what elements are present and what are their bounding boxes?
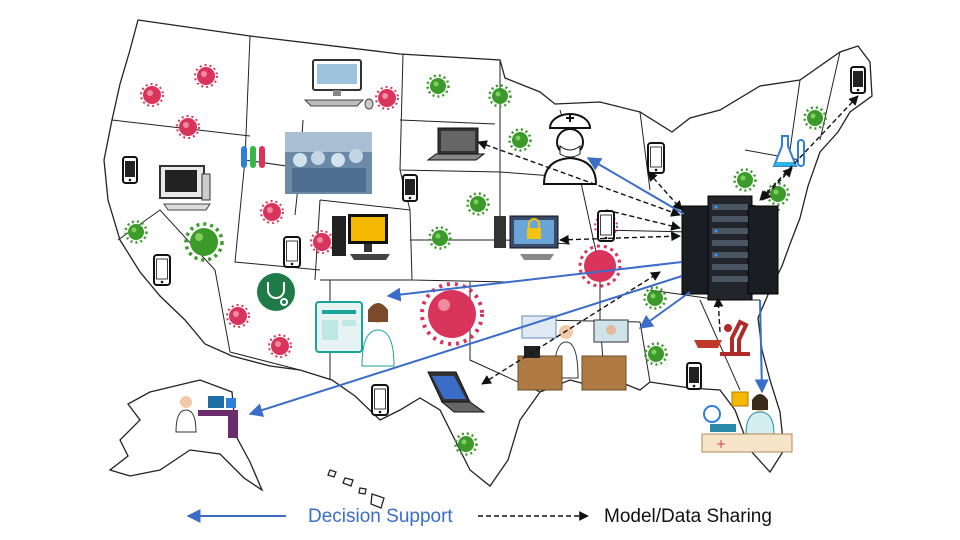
lab-flask-icon: [772, 135, 805, 167]
workstation-icon: [332, 214, 390, 260]
legend-decision-support-label: Decision Support: [308, 506, 453, 527]
nurse-desk-icon: +: [701, 391, 793, 453]
large-green-virus-icon: [184, 222, 224, 262]
nurse-telehealth-icon: [315, 301, 395, 367]
stethoscope-icon: [257, 273, 295, 311]
padlock-computer-icon: [494, 215, 559, 260]
large-red-virus-icon: [420, 244, 622, 346]
server-rack-icon: [681, 195, 779, 301]
legend-model-data-sharing-label: Model/Data Sharing: [604, 506, 772, 527]
us-mainland-outline: [103, 19, 873, 487]
crt-computer-icon: [159, 165, 211, 211]
test-tubes-icon: [241, 146, 265, 168]
decision-support-arrows: [248, 157, 769, 417]
laptop-icon: [427, 371, 486, 413]
doctor-desk-icon: [175, 396, 238, 438]
medical-team-photo: [285, 132, 372, 194]
laptop-icon: [426, 127, 486, 161]
doctor-icon: [542, 113, 598, 185]
svg-text:+: +: [716, 437, 726, 451]
desktop-computer-icon: [303, 59, 374, 110]
microscope-icon: [694, 319, 750, 356]
hawaii-outline: [327, 469, 385, 509]
model-data-sharing-arrows: [477, 95, 859, 385]
